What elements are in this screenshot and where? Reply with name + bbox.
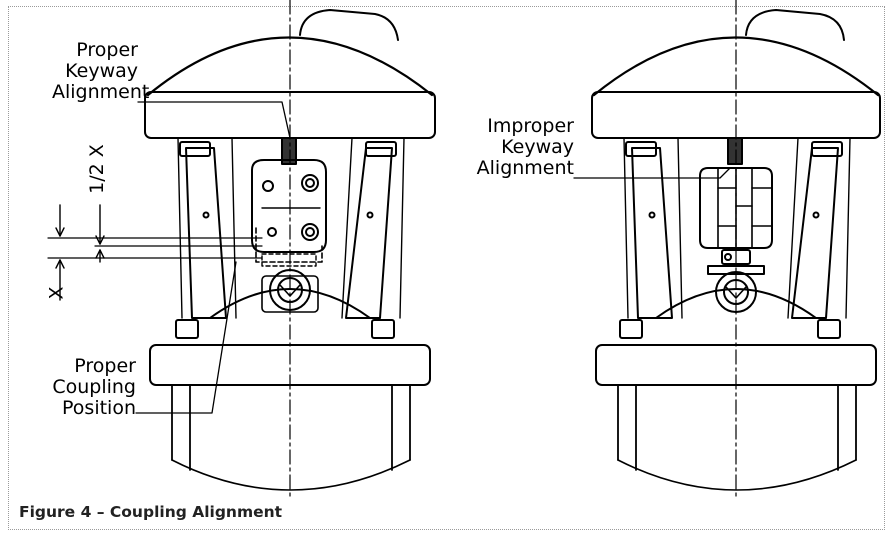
right-yoke-leg-left — [631, 147, 673, 319]
right-assembly — [573, 0, 881, 501]
proper-coupling-line-3: Position — [62, 397, 136, 419]
left-yoke-leg-right — [345, 147, 393, 319]
x-dimension-label: X — [45, 286, 68, 300]
improper-keyway-line-2: Keyway — [501, 136, 574, 158]
right-yoke-leg-right — [791, 147, 839, 319]
left-coupling-block — [251, 159, 327, 253]
proper-coupling-line-1: Proper — [74, 355, 136, 377]
improper-keyway-label: Improper Keyway Alignment — [470, 116, 574, 179]
left-assembly — [47, 0, 436, 501]
improper-keyway-line-1: Improper — [487, 115, 574, 137]
improper-keyway-line-3: Alignment — [476, 157, 574, 179]
proper-keyway-line-2: Keyway — [65, 60, 138, 82]
proper-keyway-line-1: Proper — [76, 39, 138, 61]
proper-coupling-line-2: Coupling — [52, 376, 136, 398]
proper-keyway-label: Proper Keyway Alignment — [52, 39, 150, 103]
right-coupling-block — [699, 167, 773, 249]
proper-coupling-label: Proper Coupling Position — [46, 356, 136, 419]
figure-caption: Figure 4 – Coupling Alignment — [19, 503, 283, 521]
proper-keyway-line-3: Alignment — [52, 81, 150, 103]
left-yoke-leg-left — [185, 147, 227, 319]
figure-frame — [8, 6, 885, 530]
half-x-dimension-label: 1/2 X — [85, 144, 108, 194]
left-actuator-dome — [146, 36, 434, 97]
